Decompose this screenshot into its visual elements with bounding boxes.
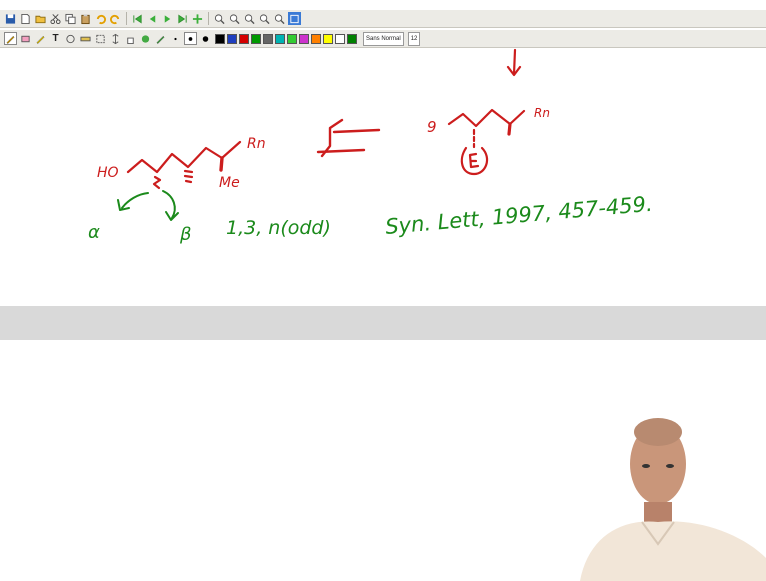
alpha-label: α <box>88 222 100 243</box>
toolbar-separator <box>208 12 209 25</box>
font-name-field[interactable]: Sans Normal <box>363 31 404 46</box>
undo-icon[interactable] <box>94 12 107 25</box>
reference-citation: Syn. Lett, 1997, 457-459. <box>384 192 653 239</box>
image-icon[interactable] <box>64 32 77 45</box>
pen-color-swatch-7[interactable] <box>299 33 309 44</box>
left-molecule-rn: Rn <box>247 136 266 152</box>
left-molecule-me: Me <box>219 175 240 191</box>
pen-color-palette <box>214 33 358 44</box>
prev-page-icon[interactable] <box>146 12 159 25</box>
shape-recognizer-icon[interactable] <box>139 32 152 45</box>
thickness-fine-icon[interactable] <box>169 32 182 45</box>
redo-icon[interactable] <box>109 12 122 25</box>
toolbar-separator <box>126 12 127 25</box>
first-page-icon[interactable] <box>131 12 144 25</box>
down-arrow <box>506 48 522 77</box>
hand-icon[interactable] <box>124 32 137 45</box>
alpha-arrow <box>117 192 149 211</box>
vertical-space-icon[interactable] <box>109 32 122 45</box>
thickness-medium-icon[interactable] <box>184 32 197 45</box>
next-page-icon[interactable] <box>161 12 174 25</box>
cut-icon[interactable] <box>49 12 62 25</box>
new-page-icon[interactable] <box>19 12 32 25</box>
pen-color-swatch-9[interactable] <box>323 33 333 44</box>
zoom-width-icon[interactable] <box>258 12 271 25</box>
zoom-in-icon[interactable] <box>228 12 241 25</box>
retro-arrow <box>316 118 381 158</box>
default-tool-icon[interactable] <box>154 32 167 45</box>
pen-toolbar: T Sans Normal 12 <box>0 30 766 48</box>
beta-label: β <box>179 224 192 245</box>
pen-color-swatch-8[interactable] <box>311 33 321 44</box>
pen-color-swatch-3[interactable] <box>251 33 261 44</box>
page-separator <box>0 306 766 340</box>
eraser-icon[interactable] <box>19 32 32 45</box>
zoom-reset-icon[interactable] <box>273 12 286 25</box>
pen-color-swatch-5[interactable] <box>275 33 285 44</box>
font-size-field[interactable]: 12 <box>407 31 421 46</box>
left-molecule-ho: HO <box>97 165 119 181</box>
pen-color-swatch-2[interactable] <box>239 33 249 44</box>
pen-icon[interactable] <box>4 32 17 45</box>
odd-carbon-note: 1,3, n(odd) <box>226 217 331 239</box>
last-page-icon[interactable] <box>176 12 189 25</box>
right-molecule-rn: Rn <box>534 106 550 120</box>
save-icon[interactable] <box>4 12 17 25</box>
zoom-out-icon[interactable] <box>213 12 226 25</box>
pen-color-swatch-0[interactable] <box>215 33 225 44</box>
thickness-thick-icon[interactable] <box>199 32 212 45</box>
fullscreen-icon[interactable] <box>288 12 301 25</box>
right-molecule <box>447 108 526 176</box>
pen-color-swatch-1[interactable] <box>227 33 237 44</box>
pen-color-swatch-10[interactable] <box>335 33 345 44</box>
add-page-icon[interactable] <box>191 12 204 25</box>
main-toolbar <box>0 10 766 28</box>
right-molecule-9: 9 <box>427 118 437 136</box>
handwriting-layer: 9 Rn HO Rn Me α β 1,3, n(odd) Syn <box>88 48 653 245</box>
text-icon[interactable]: T <box>52 33 59 44</box>
pen-color-swatch-6[interactable] <box>287 33 297 44</box>
pen-color-swatch-11[interactable] <box>347 33 357 44</box>
paste-icon[interactable] <box>79 12 92 25</box>
note-canvas[interactable]: 9 Rn HO Rn Me α β 1,3, n(odd) Syn <box>0 48 766 581</box>
beta-arrow <box>162 190 179 221</box>
zoom-fit-icon[interactable] <box>243 12 256 25</box>
pen-color-swatch-4[interactable] <box>263 33 273 44</box>
highlighter-icon[interactable] <box>34 32 47 45</box>
select-rect-icon[interactable] <box>94 32 107 45</box>
presenter-video <box>580 418 766 581</box>
ruler-icon[interactable] <box>79 32 92 45</box>
left-molecule <box>126 140 242 190</box>
copy-icon[interactable] <box>64 12 77 25</box>
open-icon[interactable] <box>34 12 47 25</box>
